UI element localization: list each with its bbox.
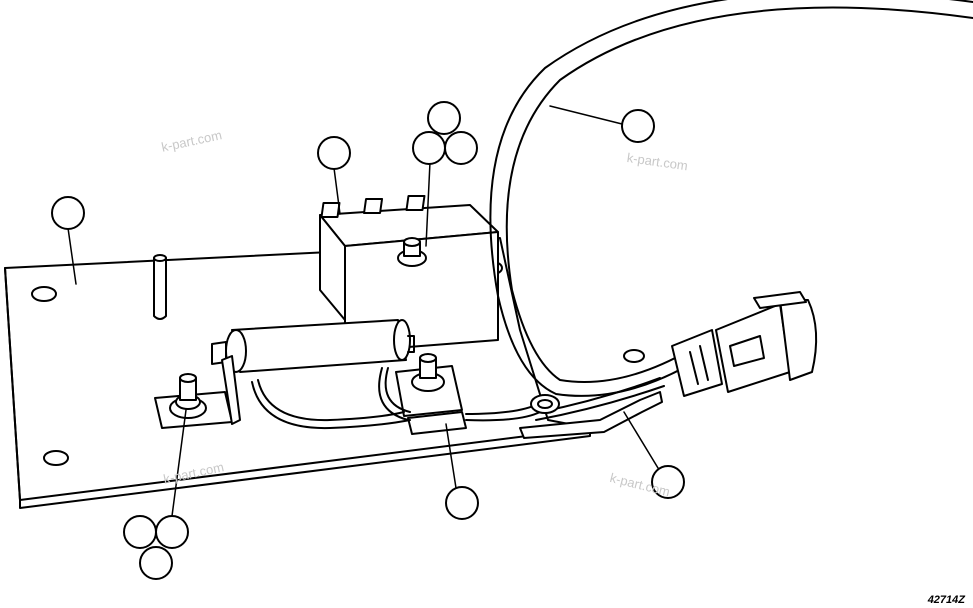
- ground-lug: [519, 349, 663, 439]
- figure-number: 42714Z: [927, 594, 965, 606]
- callout-bubble: [123, 515, 157, 549]
- callout-bubble: [317, 136, 351, 170]
- wire-clip: [407, 411, 467, 435]
- callout-bubble: [444, 131, 478, 165]
- callout-bubble: [412, 131, 446, 165]
- left-terminal: [154, 355, 241, 429]
- harness-connector: [671, 291, 818, 397]
- leader-lines: [67, 105, 659, 517]
- callout-bubble: [51, 196, 85, 230]
- mounting-hole: [31, 286, 57, 302]
- callout-bubble: [651, 465, 685, 499]
- callout-bubble: [427, 101, 461, 135]
- right-terminal: [395, 353, 467, 435]
- harness-cable: [489, 0, 973, 421]
- callout-bubble: [155, 515, 189, 549]
- mounting-hole: [43, 450, 69, 466]
- callout-bubble: [139, 546, 173, 580]
- relay-terminal: [363, 198, 384, 214]
- callout-bubbles: [51, 101, 685, 580]
- callout-bubble: [621, 109, 655, 143]
- callout-bubble: [445, 486, 479, 520]
- stud-pin: [153, 254, 167, 320]
- relay-terminal: [320, 202, 341, 218]
- base-plate: [4, 237, 591, 509]
- relay-box: [319, 195, 499, 353]
- relay-terminal: [405, 195, 426, 211]
